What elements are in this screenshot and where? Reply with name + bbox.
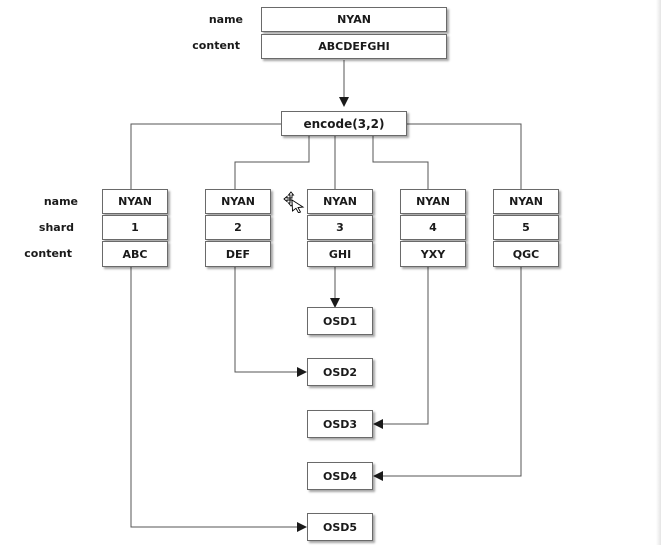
- encoder-box: encode(3,2): [281, 111, 407, 136]
- row-label-shard: shard: [38, 221, 74, 234]
- osd-2: OSD2: [307, 358, 373, 386]
- shard-2-name: NYAN: [205, 189, 271, 214]
- arrow-shard1-to-osd5: [130, 267, 307, 532]
- shard-4-number: 4: [400, 215, 466, 240]
- branch-shard-4: [372, 136, 429, 189]
- shard-1-name: NYAN: [102, 189, 168, 214]
- move-cursor-icon: [283, 191, 305, 213]
- shard-4-name: NYAN: [400, 189, 466, 214]
- shard-3-number: 3: [307, 215, 373, 240]
- input-content-label: content: [192, 39, 240, 52]
- shard-5-number: 5: [493, 215, 559, 240]
- branch-shard-2: [234, 136, 310, 189]
- row-label-name: name: [43, 195, 78, 208]
- shard-3-content: GHI: [307, 241, 373, 267]
- shard-2-content: DEF: [205, 241, 271, 267]
- branch-shard-1: [130, 123, 281, 189]
- input-name-box: NYAN: [261, 7, 447, 32]
- osd-3: OSD3: [307, 410, 373, 438]
- shard-5-content: QGC: [493, 241, 559, 267]
- shard-1-content: ABC: [102, 241, 168, 267]
- shard-3-name: NYAN: [307, 189, 373, 214]
- osd-4: OSD4: [307, 462, 373, 490]
- frame-edge: [656, 0, 661, 545]
- osd-5: OSD5: [307, 513, 373, 541]
- arrow-shard5-to-osd4: [373, 267, 522, 481]
- shard-1-number: 1: [102, 215, 168, 240]
- arrow-shard4-to-osd3: [373, 267, 429, 429]
- osd-1: OSD1: [307, 307, 373, 335]
- row-label-content: content: [24, 247, 72, 260]
- arrow-shard2-to-osd2: [234, 267, 307, 377]
- shard-4-content: YXY: [400, 241, 466, 267]
- shard-5-name: NYAN: [493, 189, 559, 214]
- branch-shard-5: [407, 123, 522, 189]
- shard-2-number: 2: [205, 215, 271, 240]
- input-content-box: ABCDEFGHI: [261, 34, 447, 59]
- input-name-label: name: [208, 13, 243, 26]
